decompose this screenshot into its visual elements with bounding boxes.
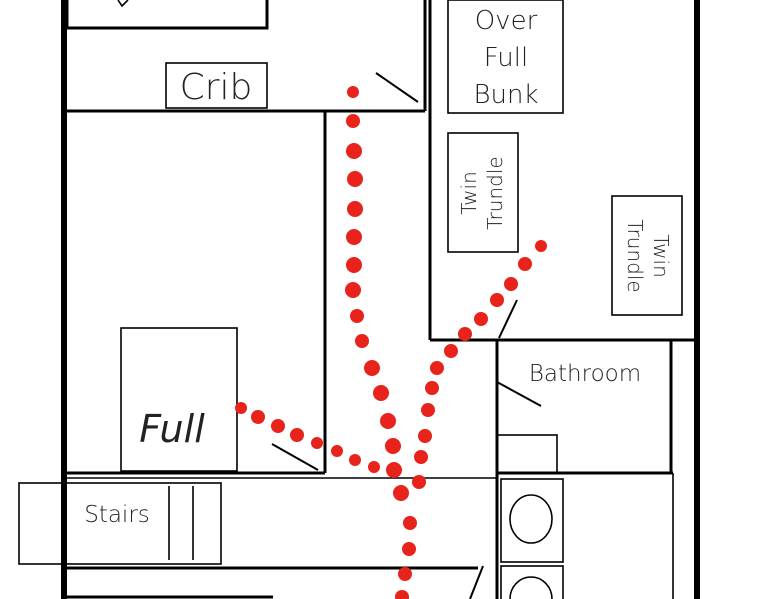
route-dot [311,437,323,449]
route-dot [368,461,380,473]
route-dot [347,86,359,98]
door-bottom-room [469,565,484,599]
door-right-room [498,299,518,339]
twin-trundle-1-label-line1: Twin [457,171,481,215]
twin-trundle-1-label-line2: Trundle [483,156,507,229]
route-dot [474,312,488,326]
bathroom-fixture [496,434,558,474]
route-dot [430,361,444,375]
route-dot [395,590,409,599]
route-dot [385,438,401,454]
route-dot [425,381,439,395]
route-dot [346,229,362,245]
bunk-label-line2: Full [484,43,528,73]
route-dot [346,114,360,128]
twin-trundle-2-label-line2: Trundle [623,219,647,292]
bunk-label-line1: Over [475,6,538,36]
route-dot [347,171,363,187]
route-dot [373,385,389,401]
route-dot [350,309,364,323]
route-dot [347,201,363,217]
bathroom-label: Bathroom [529,361,641,387]
route-dot [386,462,402,478]
top-room-furniture [65,0,269,30]
route-dot [331,445,343,457]
route-dot [271,419,285,433]
route-dot [412,475,426,489]
route-dot [251,410,265,424]
washer-box [500,478,564,563]
route-dot [403,516,417,530]
stairs-box [18,482,222,565]
route-dot [444,344,458,358]
door-top-left-room [375,72,419,103]
twin-trundle-2-label-line1: Twin [649,234,673,278]
stairs-label: Stairs [84,502,150,528]
route-dot [418,429,432,443]
bunk-box [447,0,564,114]
dryer-box [500,565,564,599]
route-dot [402,542,416,556]
route-dot [421,403,435,417]
route-dot [364,360,380,376]
route-dot [398,567,412,581]
top-room-furniture-mark [117,0,129,8]
route-dot [235,402,247,414]
bunk-label-line3: Bunk [473,80,538,110]
route-dot [346,143,362,159]
route-dot [504,277,518,291]
twin-trundle-2-box [611,195,683,316]
route-dot [345,282,361,298]
door-bathroom [496,381,542,407]
route-dot [490,293,504,307]
full-bed-box [120,327,238,472]
route-dot [355,334,369,348]
route-dot [414,450,428,464]
route-dot [290,428,304,442]
route-dot [380,413,396,429]
washer-drum [509,494,553,544]
route-dot [393,485,409,501]
crib-box [165,62,268,109]
route-dot [346,257,362,273]
route-dot [349,454,361,466]
escape-route [235,86,547,599]
crib-label: Crib [180,67,253,108]
twin-trundle-1-box [447,132,519,253]
route-dot [535,240,547,252]
route-dot [518,257,532,271]
dryer-drum [509,576,553,599]
door-left-room [271,443,319,471]
route-dot [458,327,472,341]
full-label: Full [139,407,205,451]
